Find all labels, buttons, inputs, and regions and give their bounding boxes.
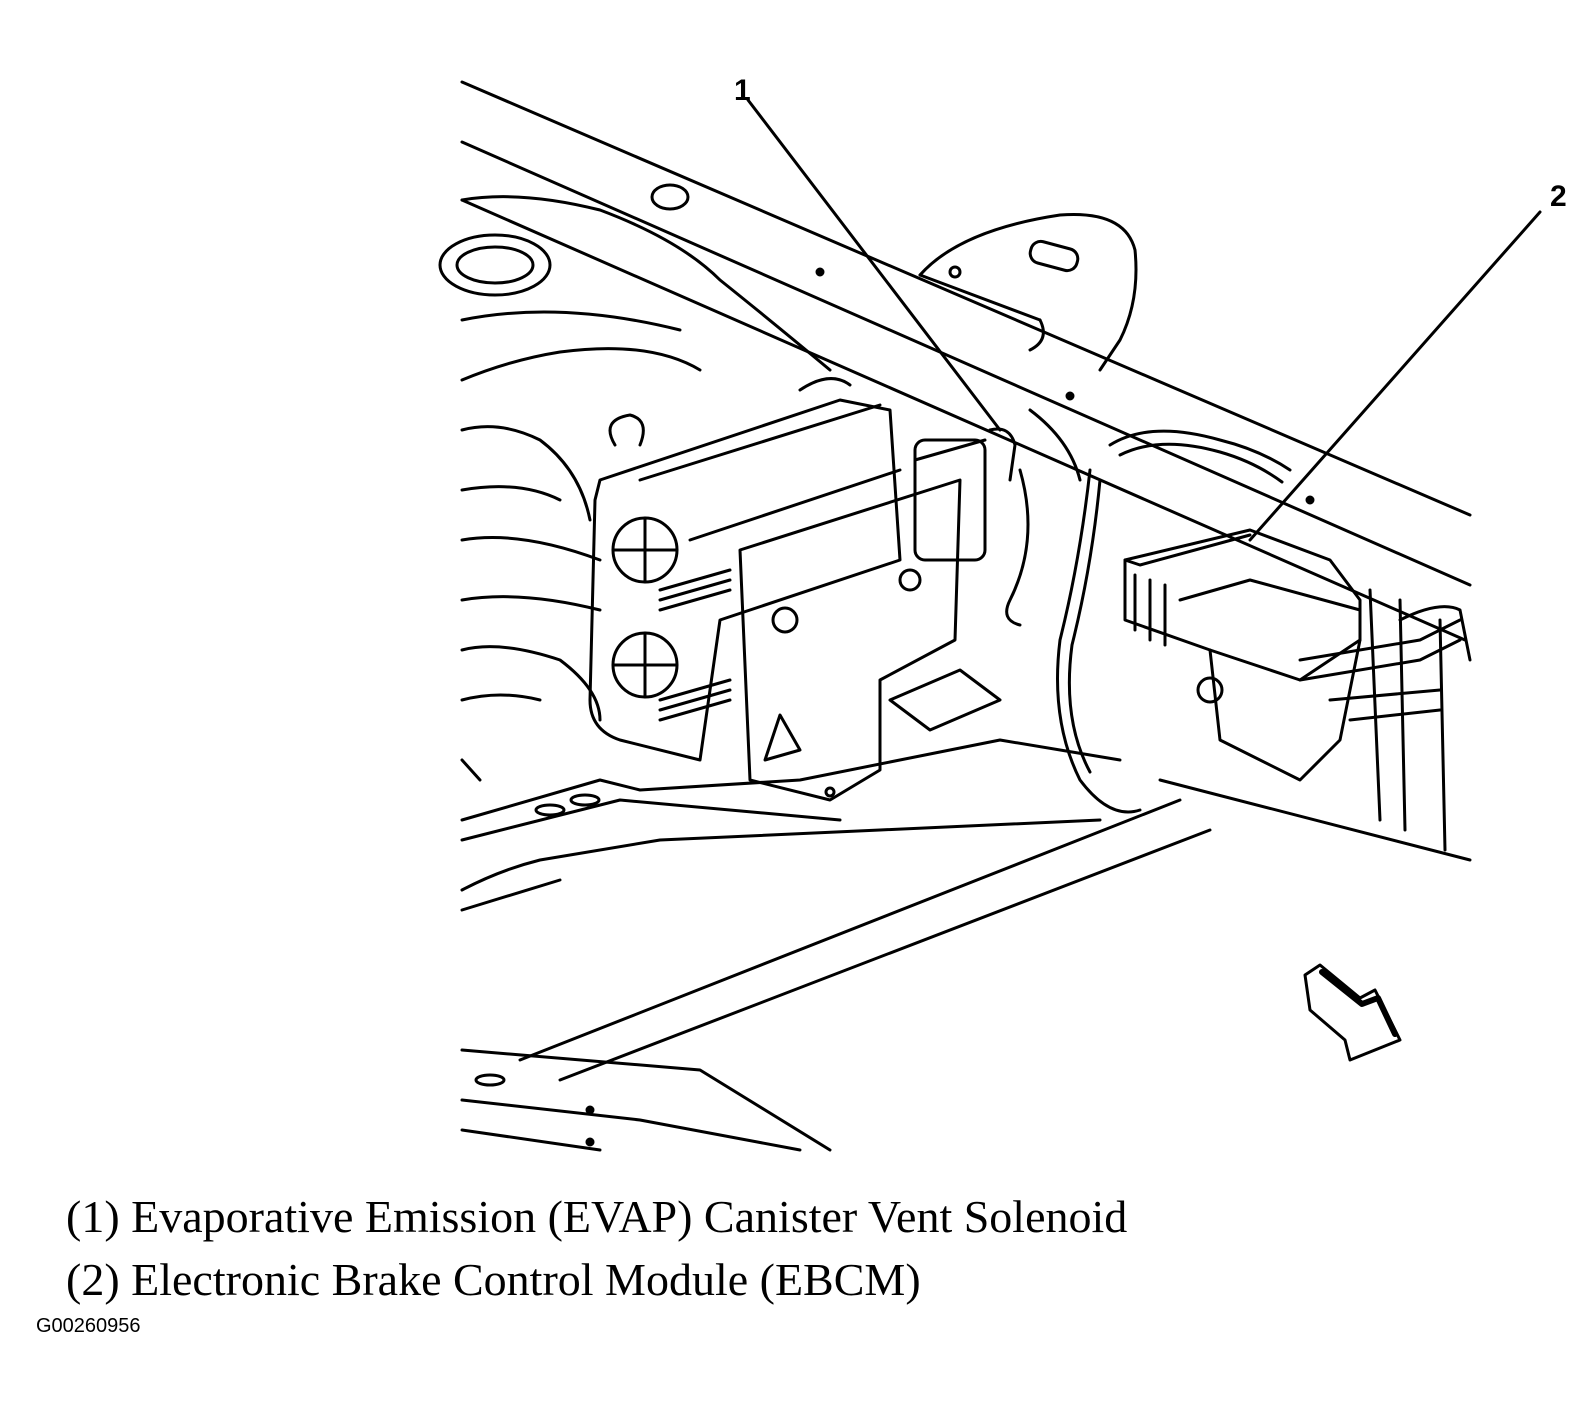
callout-number-2: 2	[1550, 180, 1567, 213]
callout-number-1: 1	[734, 74, 751, 107]
lower-frame	[462, 590, 1470, 910]
legend-item-2: (2) Electronic Brake Control Module (EBC…	[66, 1254, 921, 1305]
leader-line-1	[748, 100, 1000, 430]
forward-direction-arrow	[1305, 965, 1400, 1060]
canister-bracket	[740, 480, 1000, 800]
figure-id: G00260956	[36, 1315, 141, 1337]
frame-bracket	[920, 214, 1136, 370]
evap-canister	[590, 379, 900, 760]
lower-rails	[462, 800, 1210, 1150]
vent-solenoid	[900, 429, 1015, 590]
legend-item-1: (1) Evaporative Emission (EVAP) Canister…	[66, 1191, 1128, 1242]
wiring-harness	[1007, 410, 1290, 812]
component-location-drawing	[0, 0, 1595, 1160]
leader-line-2	[1250, 212, 1540, 540]
upper-frame-rail	[462, 82, 1470, 640]
ebcm-module	[1125, 530, 1470, 780]
fuel-tank	[440, 197, 830, 780]
